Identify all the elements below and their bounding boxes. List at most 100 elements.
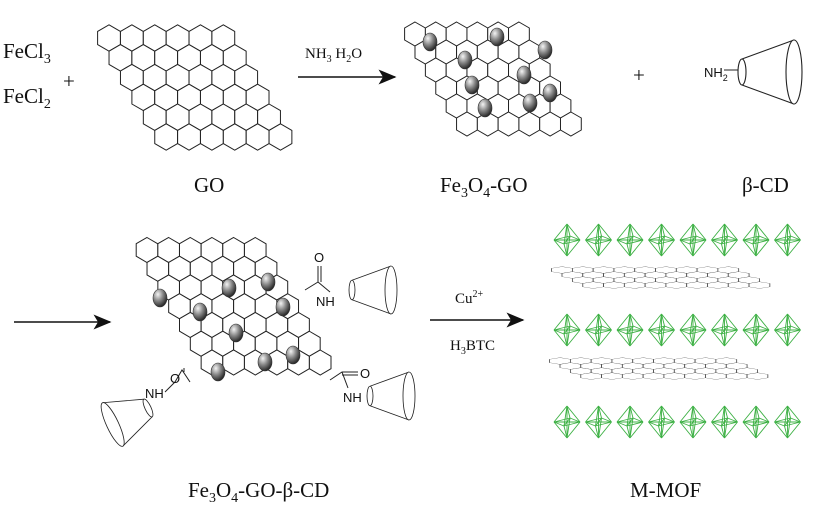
fe3o4-nanoparticle [422,32,438,52]
octahedron-edge [648,421,659,427]
octahedron-edge [711,223,725,241]
fe3o4-nanoparticle [152,288,168,308]
octahedron-edge [755,239,770,257]
octahedron-edge [553,421,565,427]
octahedron-node [711,313,738,347]
octahedron-edge [774,239,788,257]
octahedron-edge [695,235,707,241]
fe3o4-nanoparticle [542,83,558,103]
m-mof-structure [549,223,801,439]
octahedron-edge [724,313,738,331]
octahedron-edge [787,235,791,257]
octahedron-node [585,405,612,439]
octahedron-edge [601,235,612,241]
octahedron-node [553,313,581,347]
octahedron-edge [658,325,665,335]
octahedron-edge [566,223,581,241]
fe3o4-go-label: Fe3O4-GO [440,173,528,201]
hexagon-ring [746,372,769,380]
cone-wide-rim [402,371,416,421]
octahedron-edge [742,239,754,245]
octahedron-edge [598,329,612,347]
cu2-label: Cu2+ [455,289,484,307]
octahedron-edge [784,405,788,427]
octahedron-edge [629,325,634,347]
octahedron-edge [727,325,738,331]
octahedron-edge [689,417,697,427]
octahedron-node [742,223,770,257]
octahedron-edge [595,405,599,427]
octahedron-edge [727,235,738,241]
octahedron-edge [595,333,599,347]
octahedron-edge [658,223,662,245]
octahedron-edge [566,329,581,347]
octahedron-edge [774,329,785,335]
octahedron-edge [752,333,757,347]
octahedron-edge [711,421,725,439]
octahedron-edge [648,313,662,331]
octahedron-edge [721,235,728,245]
octahedron-edge [563,425,568,439]
octahedron-edge [774,313,788,331]
octahedron-edge [585,223,599,241]
octahedron-edge [679,223,694,241]
octahedron-edge [721,313,725,335]
octahedron-edge [724,421,738,439]
octahedron-edge [658,333,662,347]
fe3o4-nanoparticle [275,297,291,317]
fecl2-label: FeCl2 [3,84,51,112]
octahedron-edge [553,329,568,347]
octahedron-edge [721,425,725,439]
octahedron-edge [661,405,675,423]
octahedron-edge [616,421,628,427]
hexagon-ring [308,349,332,376]
octahedron-edge [585,239,596,245]
octahedron-edge [721,333,725,347]
octahedron-edge [692,313,707,331]
octahedron-edge [566,313,581,331]
octahedron-edge [601,417,612,423]
cone-wide-rim [100,402,125,447]
cone-narrow-rim [142,398,154,418]
octahedron-edge [566,223,571,237]
octahedron-edge [689,223,694,245]
octahedron-edge [632,325,644,331]
octahedron-edge [724,223,738,241]
octahedron-edge [742,329,757,347]
octahedron-edge [629,223,644,241]
octahedron-edge [595,235,602,245]
octahedron-edge [755,417,760,439]
octahedron-edge [711,329,722,335]
octahedron-edge [787,405,791,419]
octahedron-edge [787,313,791,327]
octahedron-edge [692,329,707,347]
octahedron-edge [598,313,602,327]
octahedron-edge [553,239,565,245]
octahedron-edge [616,421,631,439]
cyclodextrin-cone [366,371,416,421]
octahedron-node [553,405,581,439]
octahedron-edge [563,235,571,245]
octahedron-node [774,223,801,257]
fe3o4-nanoparticle [192,302,208,322]
octahedron-edge [601,325,612,331]
octahedron-edge [585,405,599,423]
octahedron-edge [629,417,634,439]
octahedron-node [616,313,644,347]
octahedron-edge [774,223,788,241]
octahedron-edge [648,329,662,347]
octahedron-edge [648,405,662,423]
octahedron-edge [755,405,760,419]
fe3o4-nanoparticle [210,362,226,382]
octahedron-edge [658,313,662,335]
cone-narrow-rim [348,279,356,301]
octahedron-edge [721,325,728,335]
octahedron-edge [661,223,675,241]
octahedron-node [742,405,770,439]
octahedron-edge [626,417,634,427]
octahedron-edge [787,223,801,241]
octahedron-edge [752,325,760,335]
octahedron-edge [553,239,568,257]
octahedron-edge [585,313,599,331]
octahedron-edge [563,223,568,245]
